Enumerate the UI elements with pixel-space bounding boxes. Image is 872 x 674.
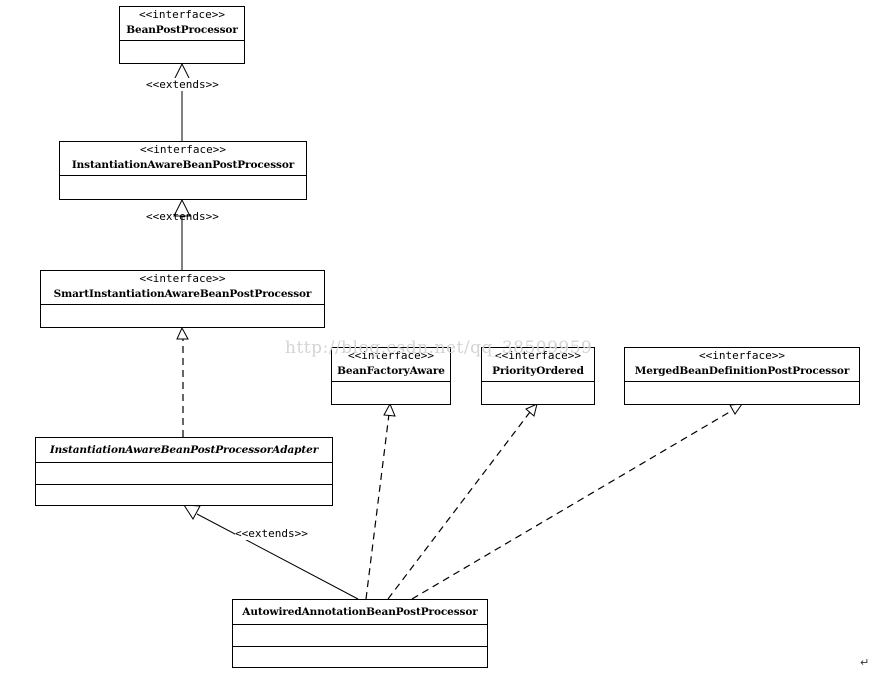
class-bean-factory-aware: <<interface>> BeanFactoryAware <box>331 347 451 405</box>
class-name: MergedBeanDefinitionPostProcessor <box>634 365 850 377</box>
return-mark-icon: ↵ <box>860 656 870 669</box>
class-header: <<interface>> SmartInstantiationAwareBea… <box>41 271 324 305</box>
realize-line-po <box>387 411 531 600</box>
class-name: SmartInstantiationAwareBeanPostProcessor <box>53 288 312 300</box>
class-operations <box>36 485 332 505</box>
class-smart-instantiation-aware-bpp: <<interface>> SmartInstantiationAwareBea… <box>40 270 325 328</box>
class-merged-bean-definition-pp: <<interface>> MergedBeanDefinitionPostPr… <box>624 347 860 405</box>
class-name: BeanPostProcessor <box>126 24 238 36</box>
stereotype-label: <<interface>> <box>347 349 435 362</box>
class-instantiation-aware-bpp: <<interface>> InstantiationAwareBeanPost… <box>59 141 307 200</box>
class-priority-ordered: <<interface>> PriorityOrdered <box>481 347 595 405</box>
extends-label: <<extends>> <box>146 210 219 223</box>
class-name: BeanFactoryAware <box>337 365 445 377</box>
class-header: <<interface>> BeanFactoryAware <box>332 348 450 382</box>
realize-line-mbd <box>411 409 734 600</box>
extends-label: <<extends>> <box>235 527 308 540</box>
class-attributes <box>36 463 332 485</box>
class-header: AutowiredAnnotationBeanPostProcessor <box>233 600 487 625</box>
class-header: <<interface>> BeanPostProcessor <box>120 7 244 41</box>
extends-label: <<extends>> <box>146 78 219 91</box>
class-name: InstantiationAwareBeanPostProcessorAdapt… <box>49 444 319 456</box>
realize-arrowhead-mbd <box>729 403 744 415</box>
stereotype-label: <<interface>> <box>138 8 226 21</box>
class-header: InstantiationAwareBeanPostProcessorAdapt… <box>36 438 332 463</box>
stereotype-label: <<interface>> <box>139 272 226 285</box>
realize-arrowhead-adapter <box>176 326 189 340</box>
extends-arrowhead-3 <box>183 504 201 520</box>
realize-arrowhead-bfa <box>383 402 396 417</box>
class-name: AutowiredAnnotationBeanPostProcessor <box>242 606 478 618</box>
class-bean-post-processor: <<interface>> BeanPostProcessor <box>119 6 245 64</box>
class-instantiation-aware-bpp-adapter: InstantiationAwareBeanPostProcessorAdapt… <box>35 437 333 506</box>
class-header: <<interface>> MergedBeanDefinitionPostPr… <box>625 348 859 382</box>
extends-line-3 <box>196 513 359 600</box>
class-autowired-annotation-bpp: AutowiredAnnotationBeanPostProcessor <box>232 599 488 668</box>
class-operations <box>233 647 487 667</box>
realize-line-bfa <box>365 413 390 600</box>
stereotype-label: <<interface>> <box>698 349 786 362</box>
class-name: InstantiationAwareBeanPostProcessor <box>71 159 295 171</box>
class-header: <<interface>> InstantiationAwareBeanPost… <box>60 142 306 176</box>
watermark-text: http://blog.csdn.net/qq_38509959 <box>285 338 593 358</box>
class-attributes <box>233 625 487 647</box>
class-name: PriorityOrdered <box>492 365 584 377</box>
stereotype-label: <<interface>> <box>494 349 582 362</box>
class-header: <<interface>> PriorityOrdered <box>482 348 594 382</box>
realize-arrowhead-po <box>525 403 538 417</box>
stereotype-label: <<interface>> <box>139 143 227 156</box>
extends-arrowhead-2 <box>173 198 191 217</box>
